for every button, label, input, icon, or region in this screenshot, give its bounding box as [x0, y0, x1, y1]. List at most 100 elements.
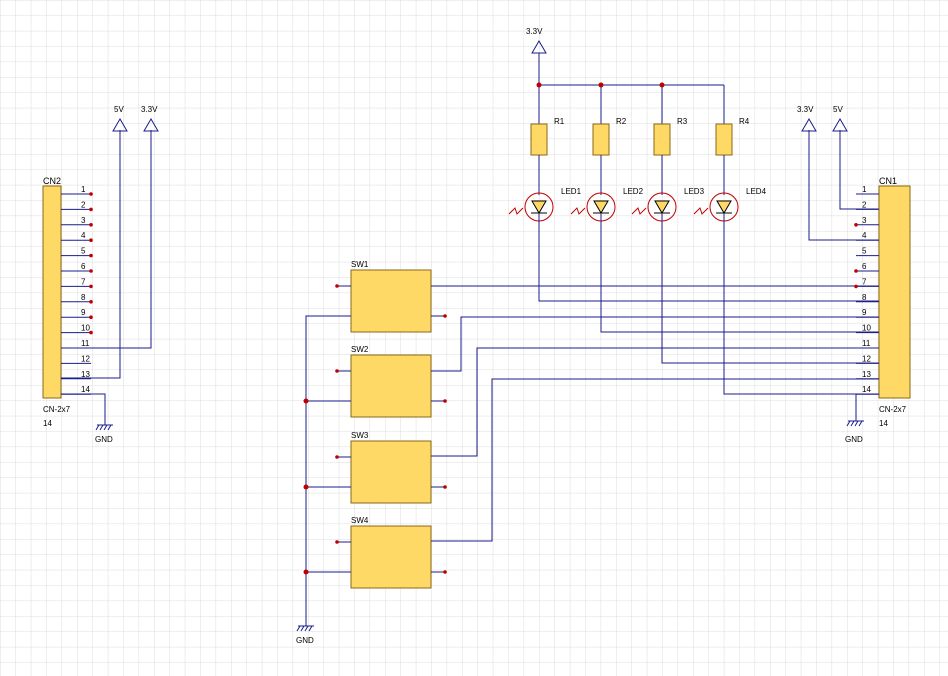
cn2-pin-label: 9 — [81, 308, 86, 317]
cn2-pin-label: 4 — [81, 231, 86, 240]
cn1-ref-label: CN1 — [879, 176, 897, 186]
resistor-4[interactable] — [715, 123, 733, 156]
bottom-gnd-symbol — [296, 625, 314, 632]
junction-dot — [536, 82, 542, 88]
switch-pin-end — [443, 485, 447, 489]
right-5v-symbol: 5V — [832, 105, 848, 132]
led-label: LED4 — [746, 187, 767, 196]
switch-pin-end — [443, 570, 447, 574]
resistor-label: R4 — [739, 117, 750, 126]
diode-icon — [593, 200, 609, 214]
cn1-pin-end — [854, 284, 858, 289]
cn2-pin-label: 6 — [81, 262, 86, 271]
cn1-pin-label: 1 — [862, 185, 867, 194]
left-gnd-label: GND — [95, 435, 113, 444]
cn1-pin-label: 2 — [862, 200, 867, 209]
cn1-pin-label: 14 — [862, 385, 871, 394]
cn2-body — [42, 185, 62, 399]
switch-label: SW2 — [351, 345, 369, 354]
switch-2[interactable] — [350, 354, 432, 418]
cn2-pin-end — [89, 269, 93, 273]
switch-1[interactable] — [350, 269, 432, 333]
top-3v3-label: 3.3V — [526, 27, 543, 36]
cn1-pin-label: 4 — [862, 231, 867, 240]
cn1-pin-label: 6 — [862, 262, 867, 271]
cn2-pin-end — [89, 284, 93, 289]
switch-ground-bus — [305, 315, 351, 626]
cn2-type-label: CN-2x7 — [43, 405, 71, 414]
switch-pin-end — [443, 399, 447, 403]
diode-icon — [531, 200, 547, 214]
power-arrow-icon — [112, 118, 128, 132]
cn2-pin-end — [89, 223, 93, 227]
junction-dot — [303, 484, 309, 490]
switch-pin-end — [335, 540, 339, 544]
light-emission-icon — [508, 207, 524, 215]
right-gnd-symbol — [846, 420, 864, 427]
junction-dot — [659, 82, 665, 88]
cn2-pin-label: 13 — [81, 370, 90, 379]
cn2-pin-end — [89, 330, 93, 335]
cn2-ref-label: CN2 — [43, 176, 61, 186]
resistor-label: R1 — [554, 117, 565, 126]
power-arrow-icon — [801, 118, 817, 132]
top-supply-wires — [538, 53, 724, 86]
cn1-pin-end — [854, 223, 858, 227]
resistor-3[interactable] — [653, 123, 671, 156]
cn2-pin-label: 3 — [81, 216, 86, 225]
switch-label: SW1 — [351, 260, 369, 269]
diode-icon — [654, 200, 670, 214]
cn2-pin-label: 2 — [81, 200, 86, 209]
left-3v3-label: 3.3V — [141, 105, 158, 114]
switch-label: SW3 — [351, 431, 369, 440]
cn2-pin-end — [89, 192, 93, 196]
light-emission-icon — [631, 207, 647, 215]
right-3v3-symbol: 3.3V — [797, 105, 817, 132]
switch-pin-end — [335, 284, 339, 288]
bottom-gnd-label: GND — [296, 636, 314, 645]
cn1-count-label: 14 — [879, 419, 888, 428]
cn2-pin-label: 1 — [81, 185, 86, 194]
cn2-pin-end — [89, 300, 93, 304]
light-emission-icon — [693, 207, 709, 215]
resistor-label: R3 — [677, 117, 688, 126]
light-emission-icon — [570, 207, 586, 215]
led-label: LED1 — [561, 187, 582, 196]
resistor-2[interactable] — [592, 123, 610, 156]
left-5v-label: 5V — [114, 105, 124, 114]
right-5v-label: 5V — [833, 105, 843, 114]
cn2-pin-label: 8 — [81, 293, 86, 302]
cn2-pin-end — [89, 207, 93, 212]
cn1-pin-label: 12 — [862, 354, 871, 363]
power-arrow-icon — [143, 118, 159, 132]
diode-icon — [716, 200, 732, 214]
left-power-wires — [61, 130, 152, 425]
cn2-count-label: 14 — [43, 419, 52, 428]
cn1-pin-label: 3 — [862, 216, 867, 225]
cn2-pin-end — [89, 253, 93, 258]
switch-4[interactable] — [350, 525, 432, 589]
switch-3[interactable] — [350, 440, 432, 504]
cn2-pin-label: 11 — [81, 339, 90, 348]
cn2-pin-end — [89, 238, 93, 242]
resistor-1[interactable] — [530, 123, 548, 156]
led-label: LED3 — [684, 187, 705, 196]
switch-pin-end — [335, 455, 339, 459]
right-3v3-label: 3.3V — [797, 105, 814, 114]
cn2-pin-label: 7 — [81, 277, 86, 286]
left-gnd-symbol — [95, 424, 113, 431]
cn2-pin-label: 10 — [81, 324, 90, 333]
cn1-pin-label: 10 — [862, 324, 871, 333]
cn1-pin-label: 13 — [862, 370, 871, 379]
cn2-pin-label: 5 — [81, 247, 86, 256]
cn2-pin-label: 14 — [81, 385, 90, 394]
switch-label: SW4 — [351, 516, 369, 525]
led-label: LED2 — [623, 187, 644, 196]
switch-pin-end — [335, 369, 339, 373]
